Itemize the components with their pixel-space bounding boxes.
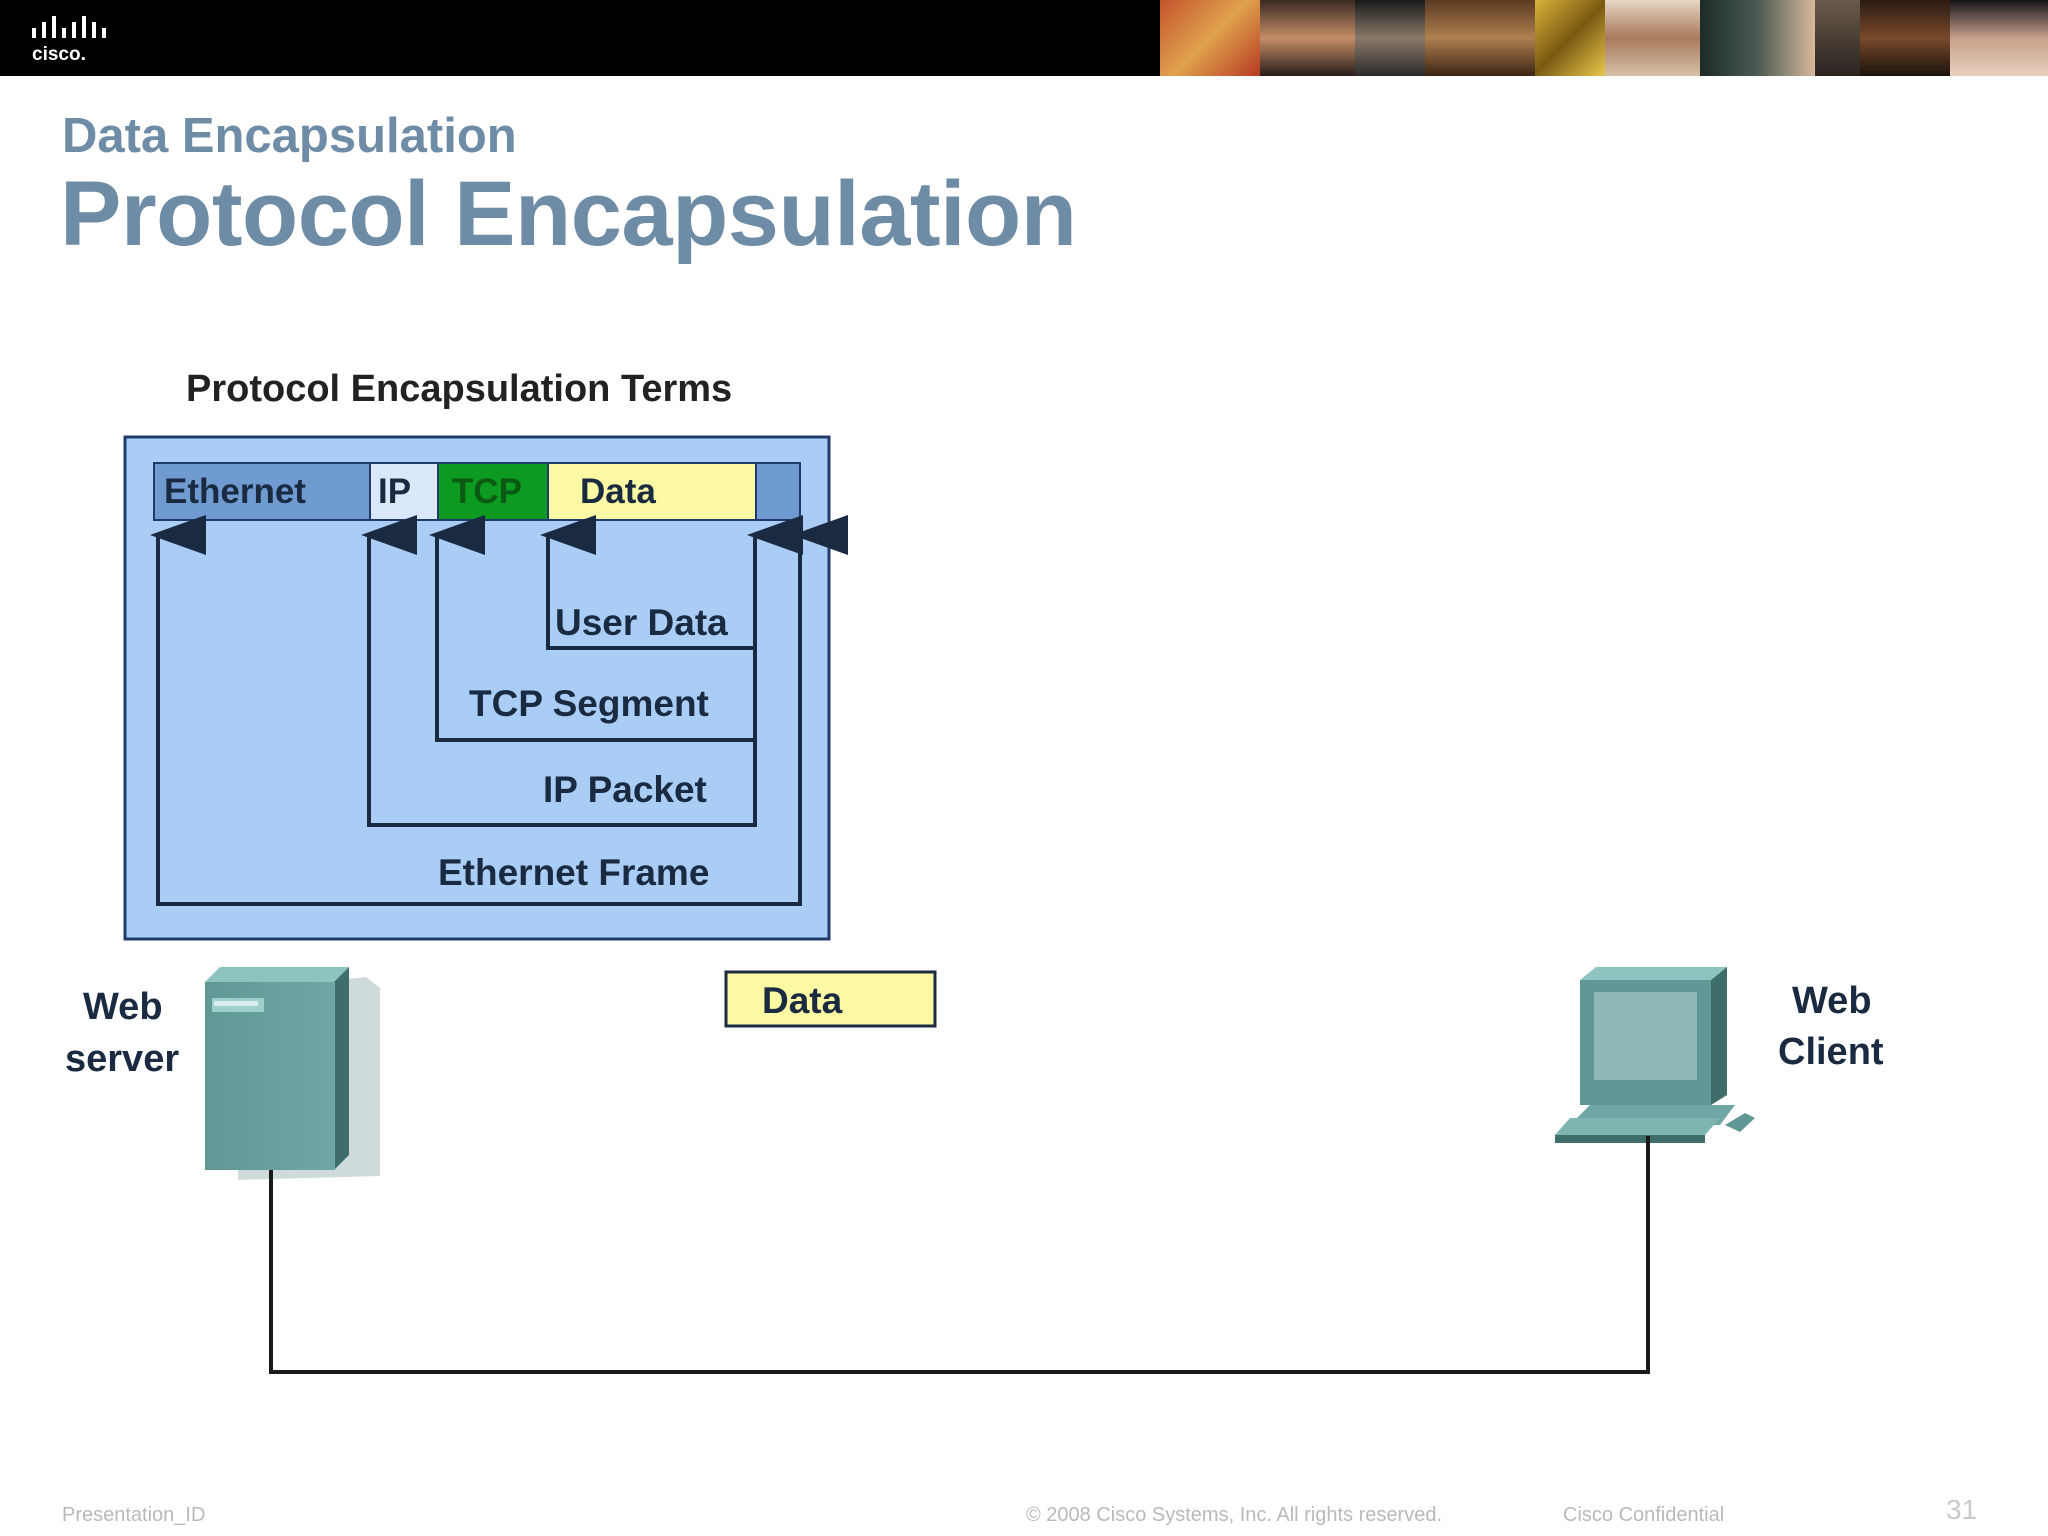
photo-6 bbox=[1605, 0, 1700, 76]
footer-presentation-id: Presentation_ID bbox=[62, 1504, 206, 1526]
field-tcp bbox=[437, 462, 549, 521]
web-server-label-line1: Web bbox=[83, 986, 163, 1028]
cisco-logo-text: cisco. bbox=[32, 44, 86, 64]
photo-7 bbox=[1700, 0, 1815, 76]
bracket-ethernet-frame bbox=[150, 515, 848, 906]
field-data bbox=[547, 462, 757, 521]
field-ip-label: IP bbox=[378, 472, 411, 511]
photo-3 bbox=[1355, 0, 1425, 76]
data-packet-label: Data bbox=[762, 980, 843, 1021]
terms-title: Protocol Encapsulation Terms bbox=[186, 368, 733, 410]
bracket-tcp-segment bbox=[429, 515, 757, 742]
slide-title: Protocol Encapsulation bbox=[60, 163, 1077, 265]
photo-8 bbox=[1815, 0, 1860, 76]
field-tcp-label: TCP bbox=[452, 472, 522, 511]
term-ip-packet: IP Packet bbox=[543, 769, 707, 810]
bracket-user-data bbox=[540, 515, 803, 650]
cisco-logo-bars bbox=[32, 16, 106, 38]
photo-2 bbox=[1260, 0, 1355, 76]
photo-4 bbox=[1425, 0, 1535, 76]
web-client-label-line2: Client bbox=[1778, 1031, 1884, 1073]
photo-5 bbox=[1535, 0, 1605, 76]
header-photo-strip bbox=[1160, 0, 2048, 76]
footer-copyright: © 2008 Cisco Systems, Inc. All rights re… bbox=[1026, 1504, 1443, 1526]
photo-10 bbox=[1950, 0, 2048, 76]
photo-1 bbox=[1160, 0, 1260, 76]
term-user-data: User Data bbox=[555, 602, 728, 643]
field-data-label: Data bbox=[580, 472, 656, 511]
photo-9 bbox=[1860, 0, 1950, 76]
data-packet-box bbox=[724, 970, 937, 1028]
web-server-icon bbox=[205, 967, 380, 1180]
page-number: 31 bbox=[1946, 1494, 1978, 1525]
bracket-ip-packet bbox=[361, 515, 757, 827]
field-trailer bbox=[755, 462, 801, 521]
term-ethernet-frame: Ethernet Frame bbox=[438, 852, 709, 893]
network-link bbox=[269, 1136, 1650, 1374]
frame-bar: Ethernet IP TCP Data bbox=[153, 462, 801, 521]
web-client-label-line1: Web bbox=[1792, 980, 1872, 1022]
term-tcp-segment: TCP Segment bbox=[469, 683, 709, 724]
web-client-icon bbox=[1555, 967, 1755, 1143]
cisco-logo: cisco. bbox=[32, 16, 106, 64]
slide-subtitle: Data Encapsulation bbox=[62, 109, 517, 163]
field-ip bbox=[369, 462, 439, 521]
field-ethernet-label: Ethernet bbox=[164, 472, 306, 511]
field-ethernet bbox=[153, 462, 371, 521]
footer-confidential: Cisco Confidential bbox=[1563, 1504, 1725, 1526]
web-server-label-line2: server bbox=[65, 1038, 179, 1080]
header-bar: cisco. bbox=[0, 0, 2048, 76]
